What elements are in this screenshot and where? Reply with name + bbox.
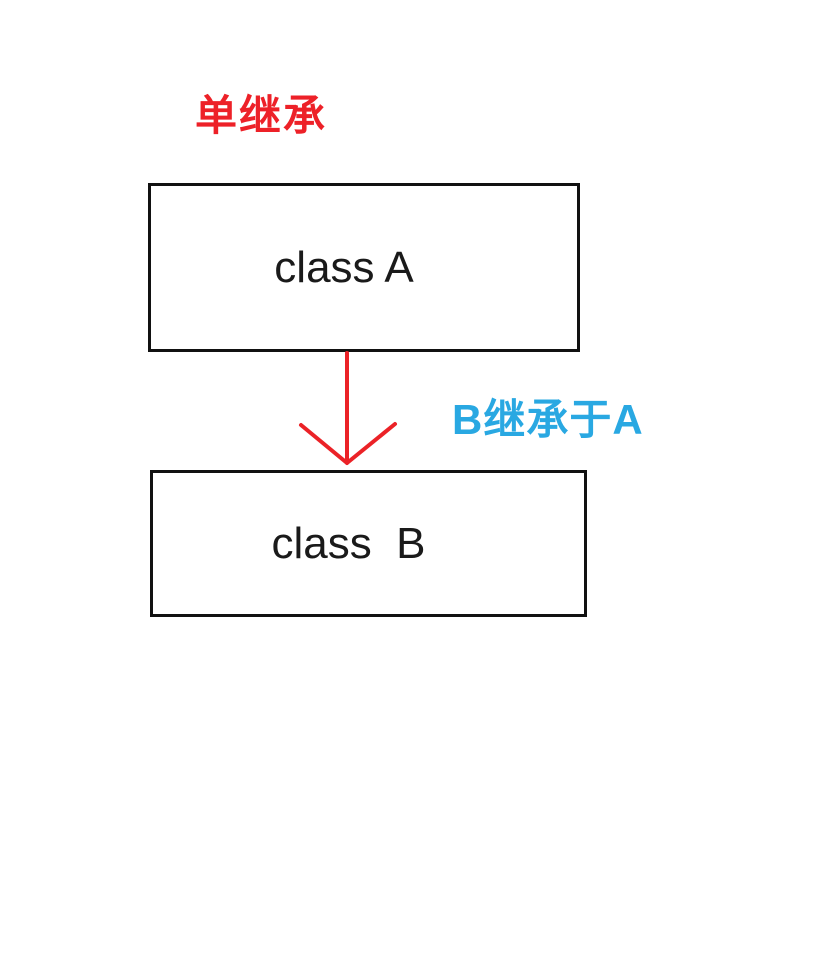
class-a-node: class A — [148, 183, 580, 352]
class-a-label: class A — [274, 242, 414, 292]
inheritance-edge-label: B继承于A — [452, 396, 644, 443]
arrow-head-right — [345, 422, 397, 465]
arrow-head-left — [299, 423, 349, 465]
diagram-title: 单继承 — [195, 92, 328, 139]
class-b-label: class B — [271, 518, 426, 568]
class-b-node: class B — [150, 470, 587, 617]
